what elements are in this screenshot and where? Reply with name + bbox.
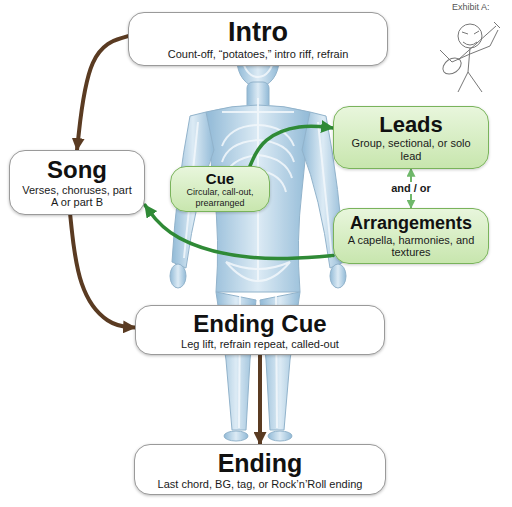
box-description: Group, sectional, or solo lead bbox=[344, 137, 478, 162]
option-box: LeadsGroup, sectional, or solo lead bbox=[333, 106, 489, 169]
exhibit-sketch bbox=[440, 22, 500, 92]
cue-box: CueCircular, call-out, prearranged bbox=[170, 166, 270, 212]
box-description: A capella, harmonies, and textures bbox=[342, 234, 480, 259]
connector-arrow bbox=[70, 215, 135, 328]
connector-arrow bbox=[77, 36, 128, 150]
connector-arrow bbox=[258, 355, 262, 444]
box-description: Circular, call-out, prearranged bbox=[176, 187, 264, 208]
box-title: Cue bbox=[176, 170, 264, 187]
box-description: Leg lift, refrain repeat, called-out bbox=[146, 338, 374, 351]
exhibit-label: Exhibit A: bbox=[452, 2, 490, 12]
section-box: Ending CueLeg lift, refrain repeat, call… bbox=[135, 305, 385, 355]
box-title: Arrangements bbox=[342, 213, 480, 234]
connector-arrow bbox=[145, 205, 333, 258]
section-box: IntroCount-off, “potatoes,” intro riff, … bbox=[128, 12, 388, 66]
box-description: Last chord, BG, tag, or Rock’n’Roll endi… bbox=[145, 478, 375, 491]
option-box: ArrangementsA capella, harmonies, and te… bbox=[333, 208, 489, 264]
box-description: Count-off, “potatoes,” intro riff, refra… bbox=[139, 48, 377, 61]
box-title: Song bbox=[18, 156, 136, 184]
box-title: Intro bbox=[139, 17, 377, 48]
box-title: Leads bbox=[344, 112, 478, 137]
box-title: Ending bbox=[145, 449, 375, 478]
box-title: Ending Cue bbox=[146, 310, 374, 338]
section-box: EndingLast chord, BG, tag, or Rock’n’Rol… bbox=[134, 444, 386, 495]
box-description: Verses, choruses, part A or part B bbox=[18, 184, 136, 209]
connector-arrow bbox=[250, 126, 333, 166]
section-box: SongVerses, choruses, part A or part B bbox=[9, 150, 145, 215]
connector-label: and / or bbox=[388, 182, 434, 194]
